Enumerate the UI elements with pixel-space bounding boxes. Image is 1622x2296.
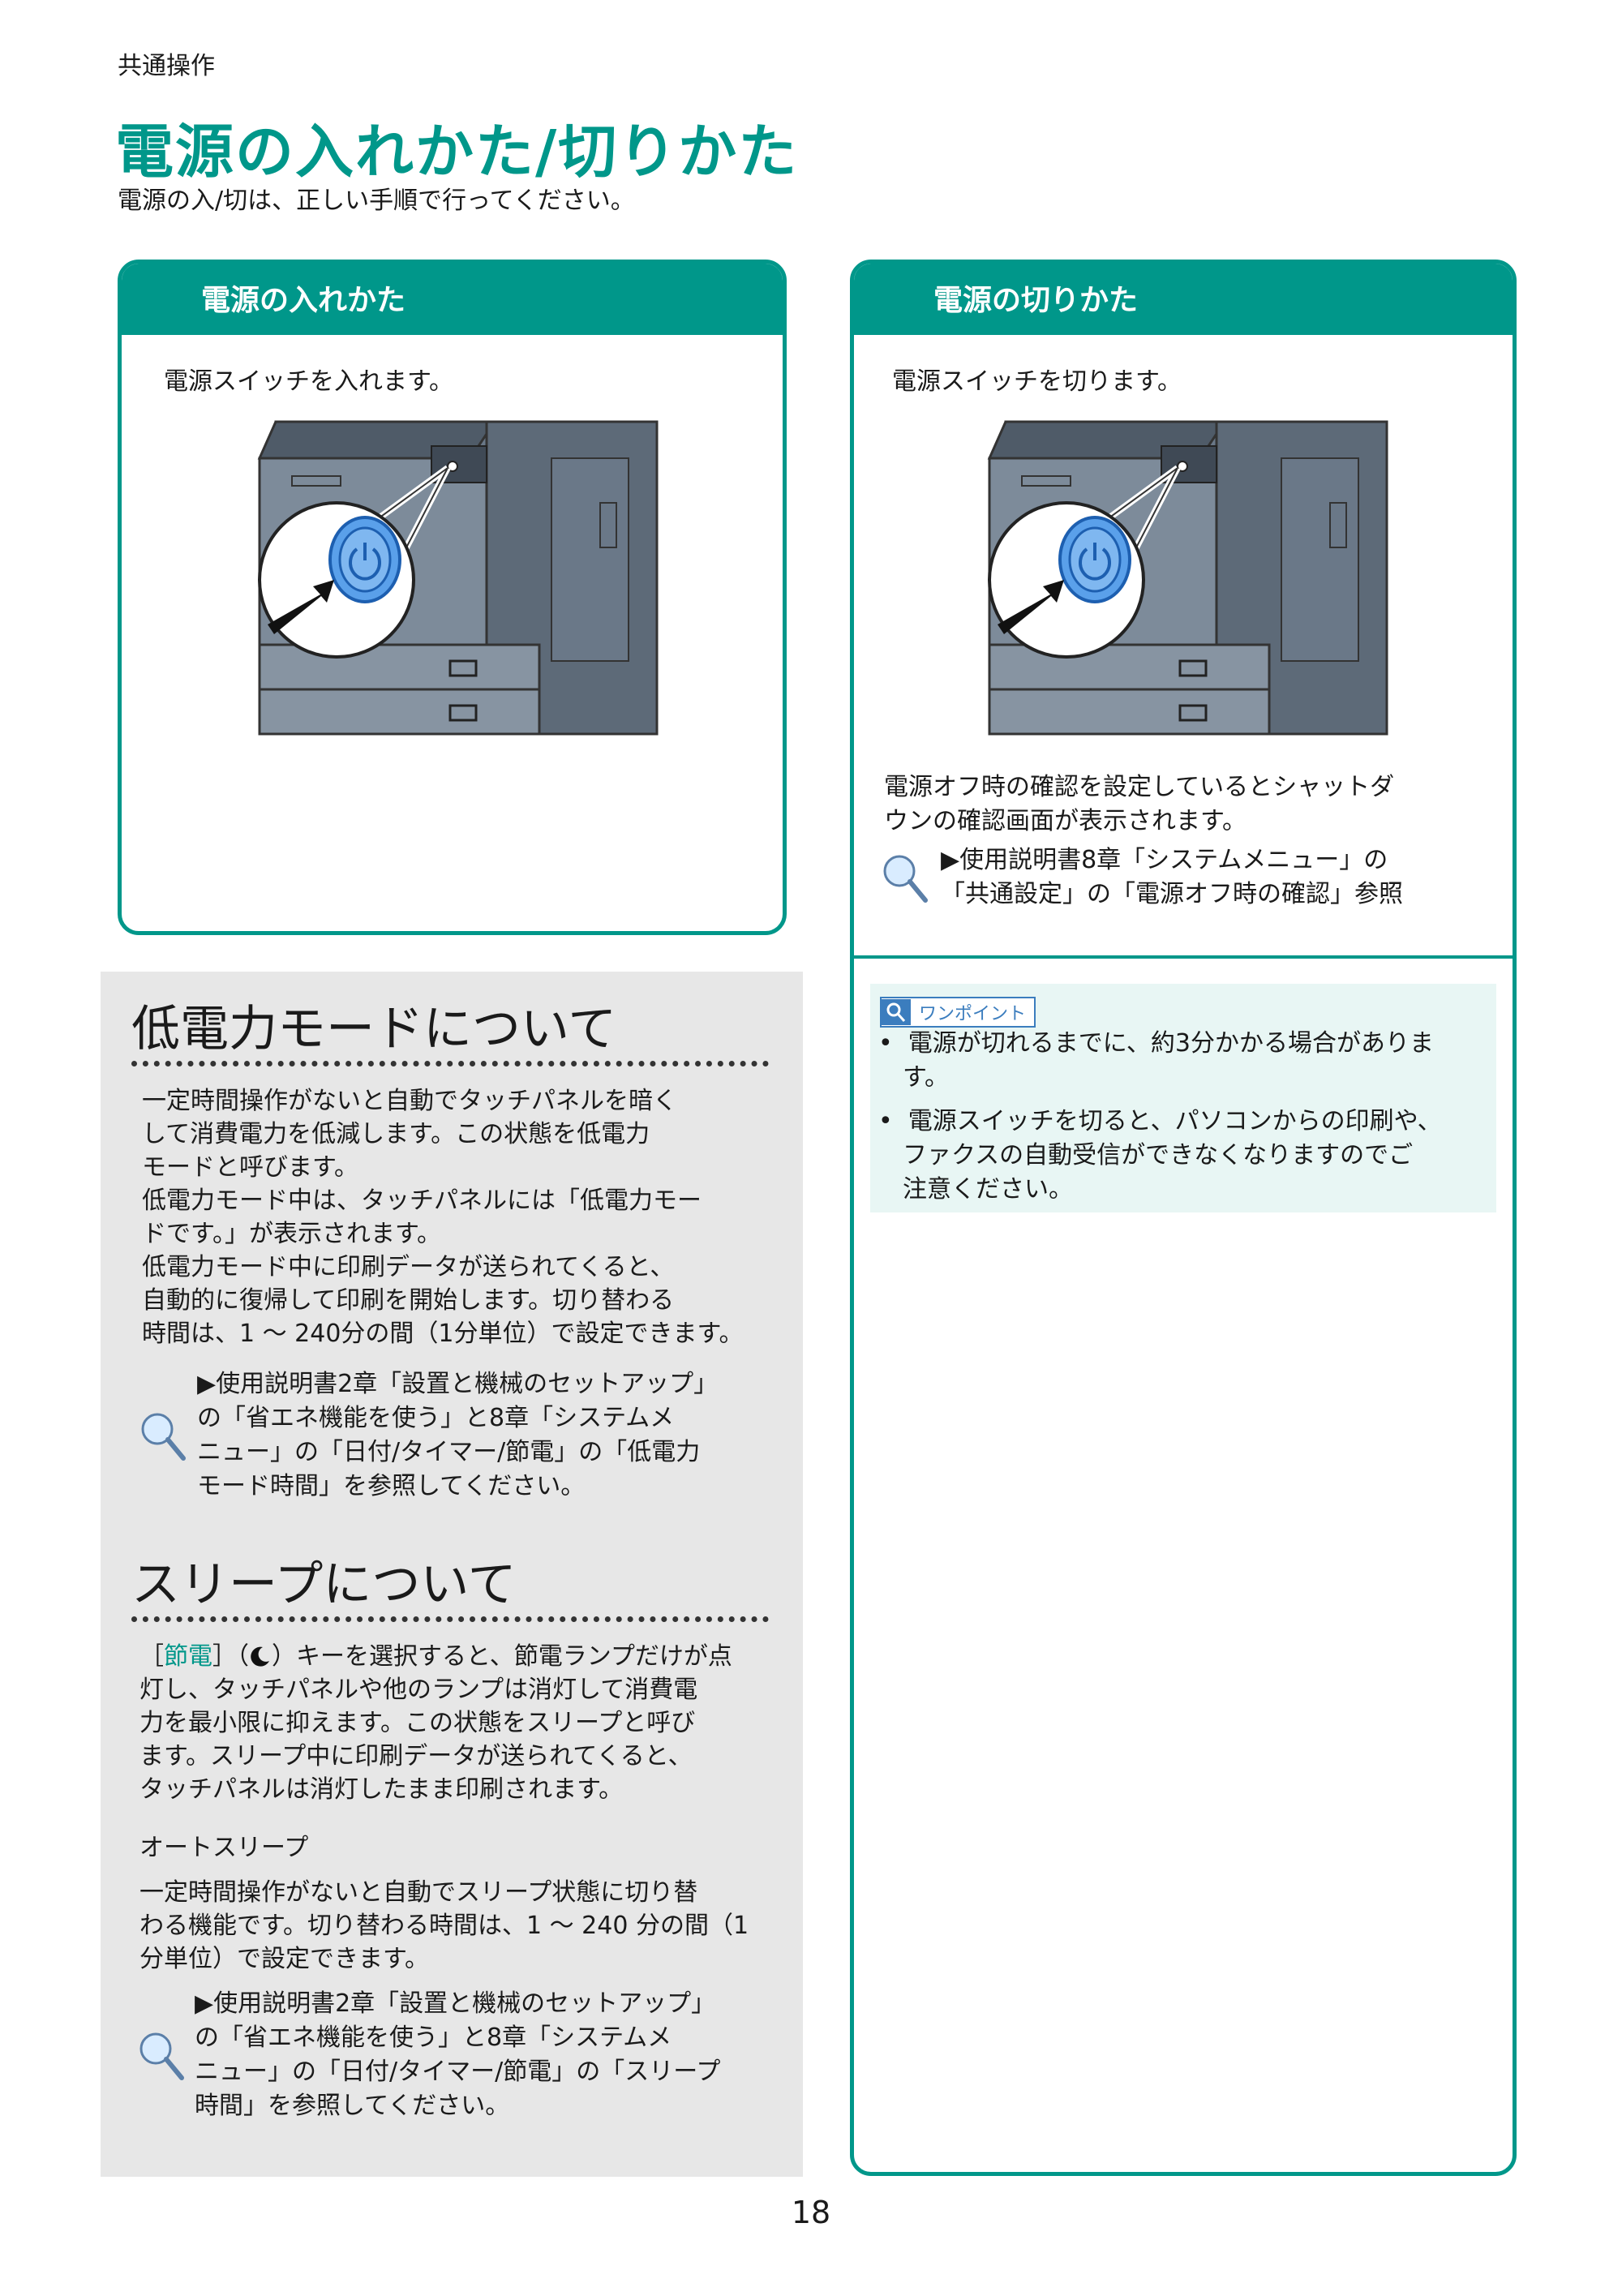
low-power-title: 低電力モードについて bbox=[131, 1001, 617, 1058]
energy-info-box bbox=[101, 972, 803, 2177]
printer-illustration-on bbox=[257, 420, 659, 736]
sleep-title: スリープについて bbox=[131, 1556, 517, 1613]
moon-icon bbox=[251, 1646, 269, 1667]
page-title: 電源の入れかた/切りかた bbox=[115, 118, 799, 186]
printer-body-icon bbox=[257, 420, 659, 736]
printer-illustration-off bbox=[987, 420, 1388, 736]
power-off-step: 電源スイッチを切ります。 bbox=[892, 367, 1182, 396]
divider bbox=[850, 955, 1517, 959]
power-off-panel: 電源の切りかた bbox=[850, 260, 1517, 2176]
power-button-icon bbox=[328, 516, 401, 603]
one-point-bullet-2: • 電源スイッチを切ると、パソコンからの印刷や、 ファクスの自動受信ができなくな… bbox=[878, 1107, 1442, 1204]
power-off-heading: 電源の切りかた bbox=[854, 264, 1513, 335]
auto-sleep-heading: オートスリープ bbox=[139, 1834, 309, 1862]
page-number: 18 bbox=[791, 2195, 831, 2230]
auto-sleep-reference: ▶使用説明書2章「設置と機械のセットアップ」 の「省エネ機能を使う」と8章「シス… bbox=[195, 1989, 721, 2120]
auto-sleep-text: 一定時間操作がないと自動でスリープ状態に切り替 わる機能です。切り替わる時間は、… bbox=[139, 1878, 749, 1973]
power-off-reference: ▶使用説明書8章「システムメニュー」の 「共通設定」の「電源オフ時の確認」参照 bbox=[941, 846, 1403, 908]
dotted-divider bbox=[131, 1616, 769, 1622]
section-label: 共通操作 bbox=[118, 52, 215, 80]
sleep-text: ［節電］（）キーを選択すると、節電ランプだけが点 灯し、タッチパネルや他のランプ… bbox=[139, 1642, 732, 1804]
power-on-heading: 電源の入れかた bbox=[122, 264, 783, 335]
magnifier-icon bbox=[882, 999, 911, 1025]
power-button-icon bbox=[1058, 516, 1131, 603]
arrow-icon bbox=[268, 580, 334, 634]
energy-saver-key-label: 節電 bbox=[164, 1642, 212, 1671]
intro-text: 電源の入/切は、正しい手順で行ってください。 bbox=[118, 187, 635, 215]
low-power-text: 一定時間操作がないと自動でタッチパネルを暗く して消費電力を低減します。この状態… bbox=[142, 1087, 744, 1348]
magnifier-icon bbox=[883, 855, 928, 903]
power-on-step: 電源スイッチを入れます。 bbox=[164, 367, 453, 396]
low-power-reference: ▶使用説明書2章「設置と機械のセットアップ」 の「省エネ機能を使う」と8章「シス… bbox=[197, 1370, 719, 1500]
one-point-bullet-1: • 電源が切れるまでに、約3分かかる場合がありま す。 bbox=[878, 1029, 1434, 1092]
power-on-panel: 電源の入れかた bbox=[118, 260, 787, 935]
arrow-icon bbox=[998, 580, 1064, 634]
power-off-note: 電源オフ時の確認を設定しているとシャットダ ウンの確認画面が表示されます。 bbox=[884, 773, 1395, 835]
magnifier-icon bbox=[139, 2032, 184, 2080]
one-point-badge: ワンポイント bbox=[880, 997, 1036, 1028]
dotted-divider bbox=[131, 1061, 769, 1066]
magnifier-icon bbox=[141, 1413, 186, 1461]
